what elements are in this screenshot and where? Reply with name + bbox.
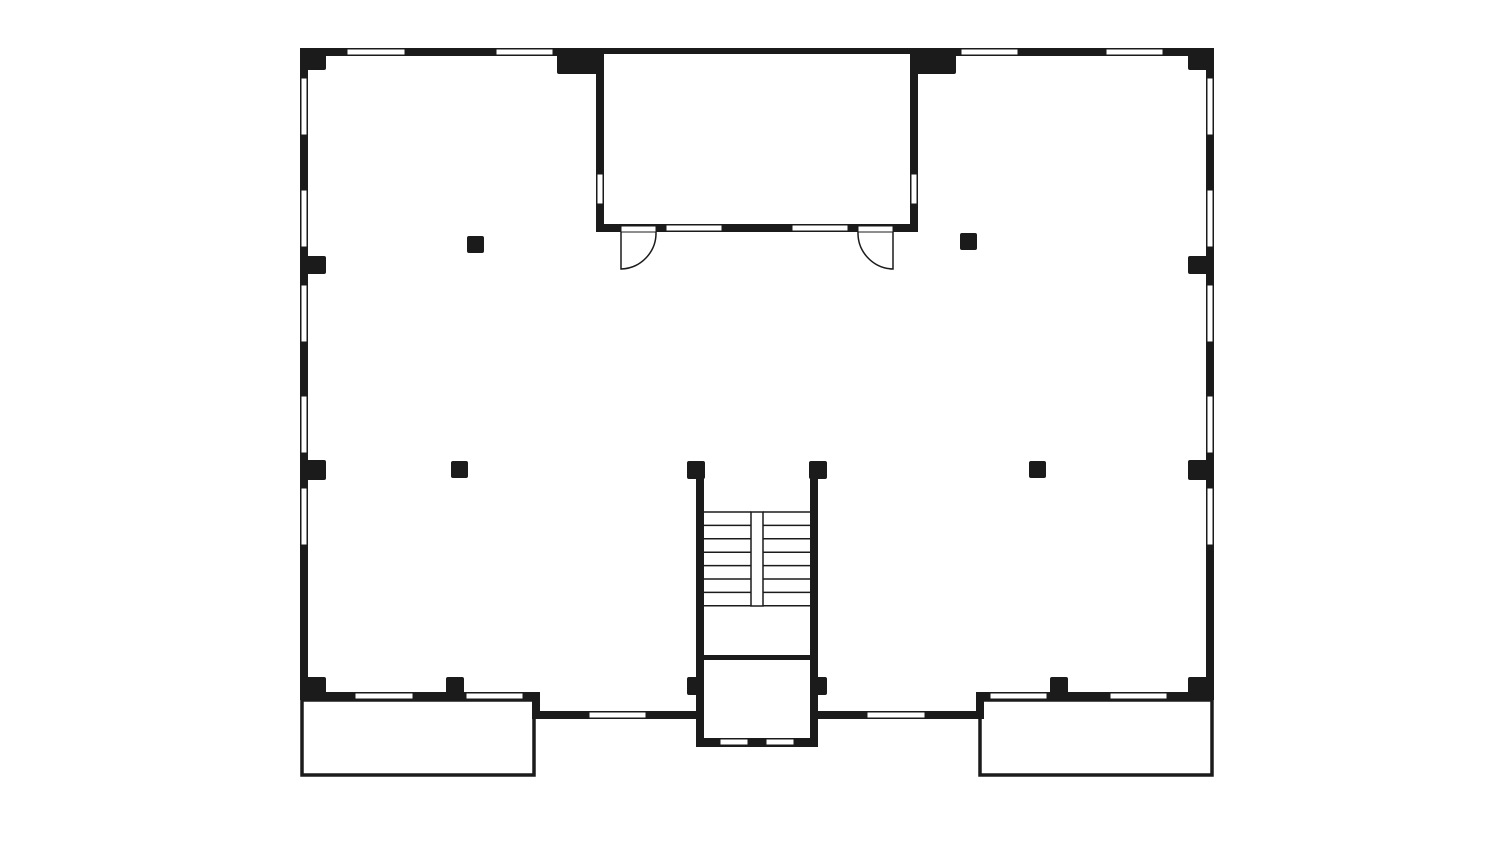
wall-pilaster xyxy=(813,677,827,695)
wall-pilaster xyxy=(1188,677,1214,700)
window xyxy=(300,487,308,546)
structural-column xyxy=(1029,461,1046,478)
window xyxy=(300,395,308,454)
window xyxy=(719,738,749,746)
window xyxy=(620,225,657,233)
window xyxy=(1206,189,1214,248)
stair-divider xyxy=(750,511,764,607)
window xyxy=(346,48,406,56)
wall-pilaster xyxy=(1188,460,1214,480)
bottom-wall-right-jog xyxy=(976,692,984,719)
stair-left-wall xyxy=(696,462,704,747)
window xyxy=(791,224,849,232)
window xyxy=(765,738,795,746)
window xyxy=(1206,487,1214,546)
top-room-top-wall xyxy=(596,48,918,54)
wall-pilaster xyxy=(809,461,827,479)
structural-column xyxy=(467,236,484,253)
structural-column xyxy=(451,461,468,478)
window xyxy=(465,692,524,700)
top-room-bottom-wall xyxy=(596,224,918,232)
window xyxy=(300,284,308,343)
wall-pilaster xyxy=(1050,677,1068,700)
top-wall-left xyxy=(300,48,600,56)
top-wall-right xyxy=(914,48,1214,56)
window xyxy=(588,711,647,719)
window xyxy=(596,173,604,205)
window xyxy=(1206,284,1214,343)
wall-pilaster xyxy=(1188,48,1214,70)
bottom-wall-left xyxy=(300,692,540,700)
window xyxy=(1105,48,1164,56)
window xyxy=(300,189,308,248)
wall-pilaster xyxy=(300,677,326,700)
window xyxy=(866,711,926,719)
wall-pilaster xyxy=(300,256,326,274)
bottom-wall-right xyxy=(976,692,1214,700)
window xyxy=(665,224,723,232)
window xyxy=(300,77,308,136)
stair-bottom-wall xyxy=(696,738,818,747)
window xyxy=(910,173,918,205)
window xyxy=(960,48,1019,56)
stair-right-wall xyxy=(810,462,818,747)
window xyxy=(354,692,414,700)
wall-pilaster xyxy=(300,48,326,70)
left-balcony xyxy=(300,698,536,777)
door-right xyxy=(857,231,894,270)
right-balcony xyxy=(978,698,1214,777)
wall-pilaster xyxy=(687,461,705,479)
wall-pilaster xyxy=(687,677,701,695)
structural-column xyxy=(960,233,977,250)
stair-landing-wall xyxy=(704,655,810,660)
door-left xyxy=(620,231,657,270)
window xyxy=(857,225,894,233)
wall-pilaster xyxy=(300,460,326,480)
window xyxy=(1109,692,1168,700)
left-wall xyxy=(300,48,308,700)
window xyxy=(495,48,554,56)
wall-pilaster xyxy=(557,48,602,74)
wall-pilaster xyxy=(446,677,464,700)
window xyxy=(1206,395,1214,454)
bottom-wall-left-jog xyxy=(532,692,540,719)
window xyxy=(1206,77,1214,136)
right-wall xyxy=(1206,48,1214,700)
top-room-right-wall xyxy=(910,48,918,232)
wall-pilaster xyxy=(1188,256,1214,274)
window xyxy=(989,692,1048,700)
top-room-left-wall xyxy=(596,48,604,232)
wall-pilaster xyxy=(912,48,956,74)
